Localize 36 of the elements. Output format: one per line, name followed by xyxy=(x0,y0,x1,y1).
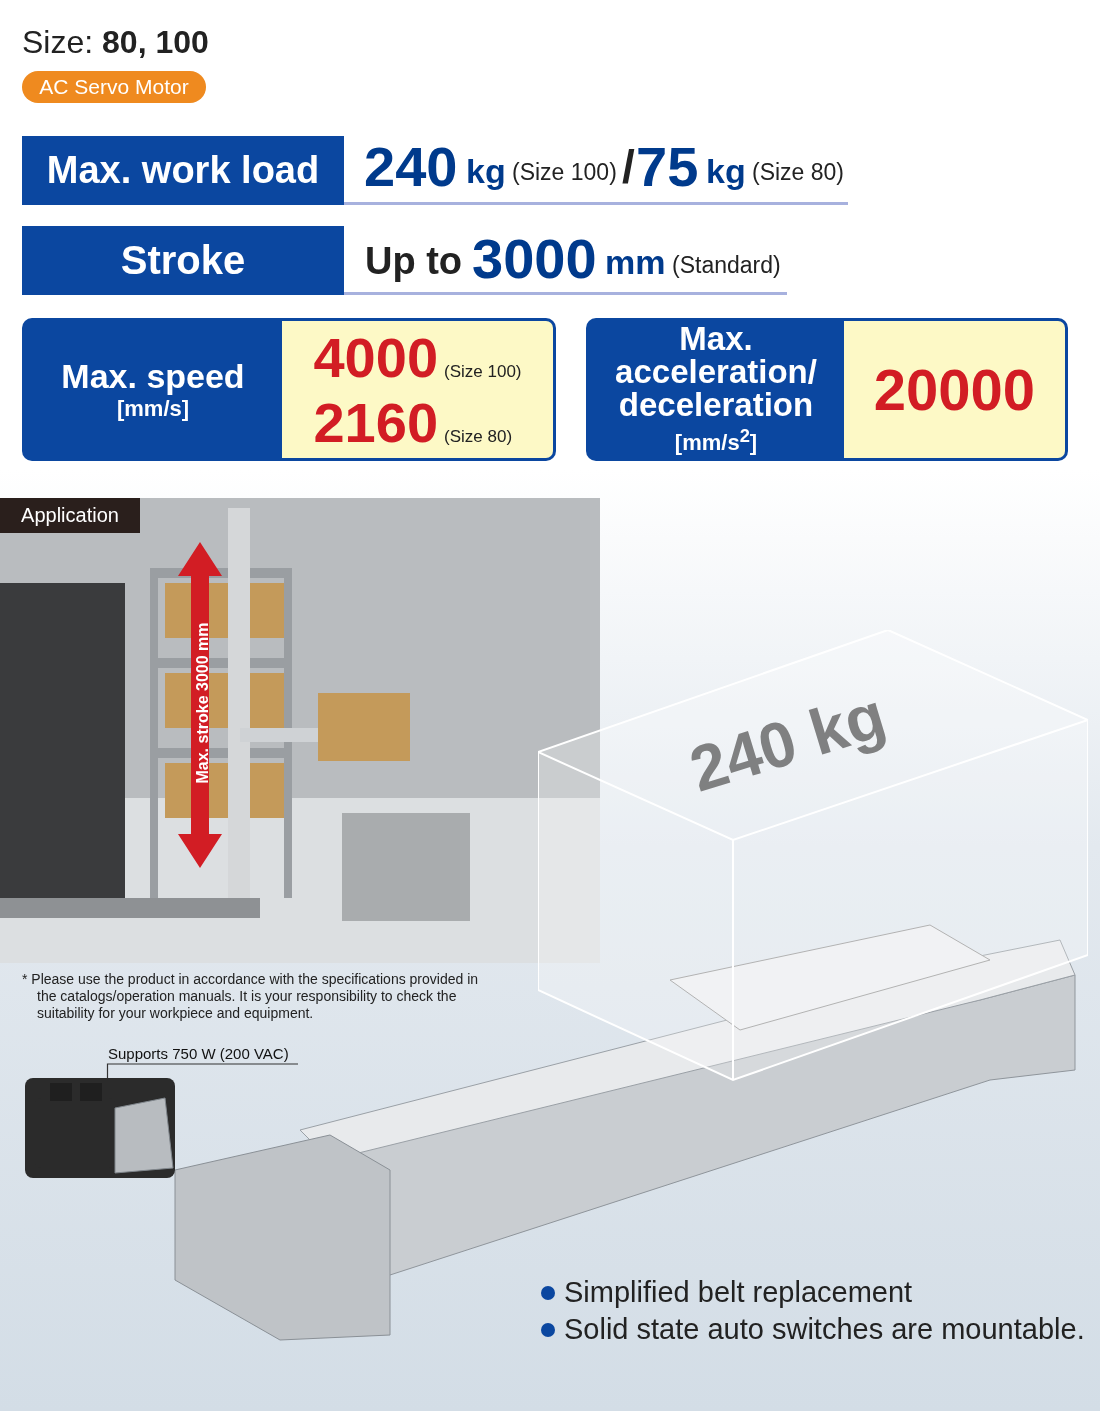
unit-text: kg xyxy=(706,152,746,191)
section-tab: Application xyxy=(0,498,140,533)
feature-text: Solid state auto switches are mountable. xyxy=(540,1313,1085,1346)
unit-text: [mm/s] xyxy=(116,396,190,422)
spec-header-box: Max. work load xyxy=(22,136,344,205)
spec-header-box: Stroke xyxy=(22,226,344,295)
size-note: (Size 100) xyxy=(512,159,617,186)
category-badge: AC Servo Motor xyxy=(22,71,206,103)
unit-text: mm xyxy=(605,243,666,282)
spec-title: Max. speed xyxy=(61,357,245,396)
spec-value: 3000 xyxy=(472,226,597,291)
feature-text: Simplified belt replacement xyxy=(540,1276,913,1309)
leader-line xyxy=(106,1063,299,1079)
spec-header-box xyxy=(586,318,846,461)
size-note: (Size 80) xyxy=(444,426,514,447)
unit-text: kg xyxy=(466,152,506,191)
size-note: (Standard) xyxy=(672,252,781,279)
spec-title: Max. acceleration/ deceleration xyxy=(614,322,818,422)
callout-text: Supports 750 W (200 VAC) xyxy=(108,1042,298,1064)
cube-load-text: 240 kg xyxy=(681,677,894,807)
disclaimer-note: * Please use the product in accordance with the specifications provided in the catalogs/operation manuals. It is your responsibility to check the suitability for your workpiece and equipment. xyxy=(22,971,480,1022)
size-heading: Size: 80, 100 xyxy=(22,24,209,61)
spec-value: 75 xyxy=(636,134,699,199)
spec-value-box xyxy=(844,318,1068,461)
spec-header-box xyxy=(22,318,284,461)
size-note: (Size 100) xyxy=(444,361,522,382)
spec-value: 4000 xyxy=(313,324,439,390)
unit-text: [mm/s$^{2}$] xyxy=(674,425,758,457)
spec-value-box xyxy=(282,318,556,461)
prefix-text: Up to xyxy=(365,240,463,283)
spec-value: 20000 xyxy=(873,356,1036,423)
slash-text: / xyxy=(622,140,635,194)
spec-value: 2160 xyxy=(313,389,439,455)
dimension-label: Max. stroke 3000 mm xyxy=(194,621,212,786)
spec-value: 240 xyxy=(364,134,458,199)
size-note: (Size 80) xyxy=(752,159,845,186)
